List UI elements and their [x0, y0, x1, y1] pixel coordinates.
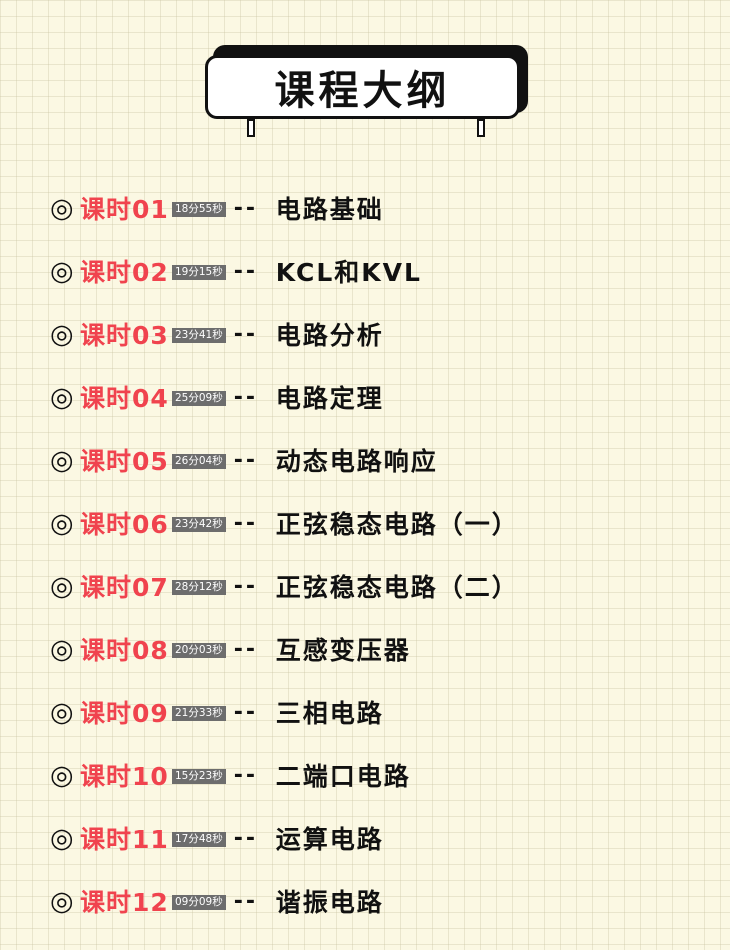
bullet-icon: ◎ [50, 444, 74, 476]
lesson-label: 课时05 [80, 447, 169, 476]
separator: -- [233, 888, 258, 914]
lesson-label: 课时12 [80, 888, 169, 917]
lesson-topic: 电路基础 [275, 195, 384, 224]
bullet-icon: ◎ [50, 633, 74, 665]
lesson-topic: 三相电路 [275, 699, 384, 728]
separator: -- [233, 573, 258, 599]
lesson-row: ◎ 课时09 21分33秒 -- 三相电路 [50, 692, 710, 732]
lesson-topic: 二端口电路 [275, 762, 411, 791]
bullet-icon: ◎ [50, 192, 74, 224]
lesson-row: ◎ 课时05 26分04秒 -- 动态电路响应 [50, 440, 710, 480]
page-title: 课程大纲 [274, 68, 451, 114]
bullet-icon: ◎ [50, 822, 74, 854]
duration-badge: 21分33秒 [172, 705, 226, 721]
title-banner: 课程大纲 [205, 45, 530, 140]
lesson-label: 课时08 [80, 636, 169, 665]
title-banner-box: 课程大纲 [205, 55, 520, 119]
lesson-row: ◎ 课时01 18分55秒 -- 电路基础 [50, 188, 710, 228]
lesson-topic: 动态电路响应 [275, 447, 438, 476]
lesson-label: 课时11 [80, 825, 169, 854]
lesson-label: 课时03 [80, 321, 169, 350]
lesson-topic: 运算电路 [275, 825, 384, 854]
lesson-row: ◎ 课时07 28分12秒 -- 正弦稳态电路（二） [50, 566, 710, 606]
lesson-topic: 正弦稳态电路（一） [275, 510, 519, 539]
duration-badge: 15分23秒 [172, 768, 226, 784]
duration-badge: 23分41秒 [172, 327, 226, 343]
lesson-label: 课时02 [80, 258, 169, 287]
lesson-topic: KCL和KVL [275, 258, 422, 287]
lesson-row: ◎ 课时11 17分48秒 -- 运算电路 [50, 818, 710, 858]
separator: -- [233, 699, 258, 725]
duration-badge: 19分15秒 [172, 264, 226, 280]
title-banner-leg-left [247, 119, 255, 137]
separator: -- [233, 762, 258, 788]
duration-badge: 23分42秒 [172, 516, 226, 532]
lesson-row: ◎ 课时02 19分15秒 -- KCL和KVL [50, 251, 710, 291]
duration-badge: 17分48秒 [172, 831, 226, 847]
separator: -- [233, 384, 258, 410]
separator: -- [233, 636, 258, 662]
lesson-row: ◎ 课时03 23分41秒 -- 电路分析 [50, 314, 710, 354]
separator: -- [233, 825, 258, 851]
lesson-topic: 电路定理 [275, 384, 384, 413]
duration-badge: 28分12秒 [172, 579, 226, 595]
duration-badge: 18分55秒 [172, 201, 226, 217]
lesson-label: 课时09 [80, 699, 169, 728]
bullet-icon: ◎ [50, 381, 74, 413]
lesson-label: 课时07 [80, 573, 169, 602]
bullet-icon: ◎ [50, 885, 74, 917]
lesson-topic: 电路分析 [275, 321, 384, 350]
lesson-label: 课时10 [80, 762, 169, 791]
duration-badge: 09分09秒 [172, 894, 226, 910]
duration-badge: 20分03秒 [172, 642, 226, 658]
bullet-icon: ◎ [50, 255, 74, 287]
lesson-label: 课时01 [80, 195, 169, 224]
bullet-icon: ◎ [50, 318, 74, 350]
separator: -- [233, 195, 258, 221]
separator: -- [233, 447, 258, 473]
lesson-row: ◎ 课时04 25分09秒 -- 电路定理 [50, 377, 710, 417]
title-banner-leg-right [477, 119, 485, 137]
separator: -- [233, 321, 258, 347]
duration-badge: 26分04秒 [172, 453, 226, 469]
separator: -- [233, 258, 258, 284]
lesson-topic: 正弦稳态电路（二） [275, 573, 519, 602]
bullet-icon: ◎ [50, 570, 74, 602]
bullet-icon: ◎ [50, 759, 74, 791]
bullet-icon: ◎ [50, 696, 74, 728]
duration-badge: 25分09秒 [172, 390, 226, 406]
lesson-label: 课时06 [80, 510, 169, 539]
lesson-label: 课时04 [80, 384, 169, 413]
lesson-topic: 互感变压器 [275, 636, 411, 665]
lesson-row: ◎ 课时12 09分09秒 -- 谐振电路 [50, 881, 710, 921]
lesson-row: ◎ 课时06 23分42秒 -- 正弦稳态电路（一） [50, 503, 710, 543]
lesson-row: ◎ 课时08 20分03秒 -- 互感变压器 [50, 629, 710, 669]
separator: -- [233, 510, 258, 536]
lesson-topic: 谐振电路 [275, 888, 384, 917]
lesson-row: ◎ 课时10 15分23秒 -- 二端口电路 [50, 755, 710, 795]
bullet-icon: ◎ [50, 507, 74, 539]
